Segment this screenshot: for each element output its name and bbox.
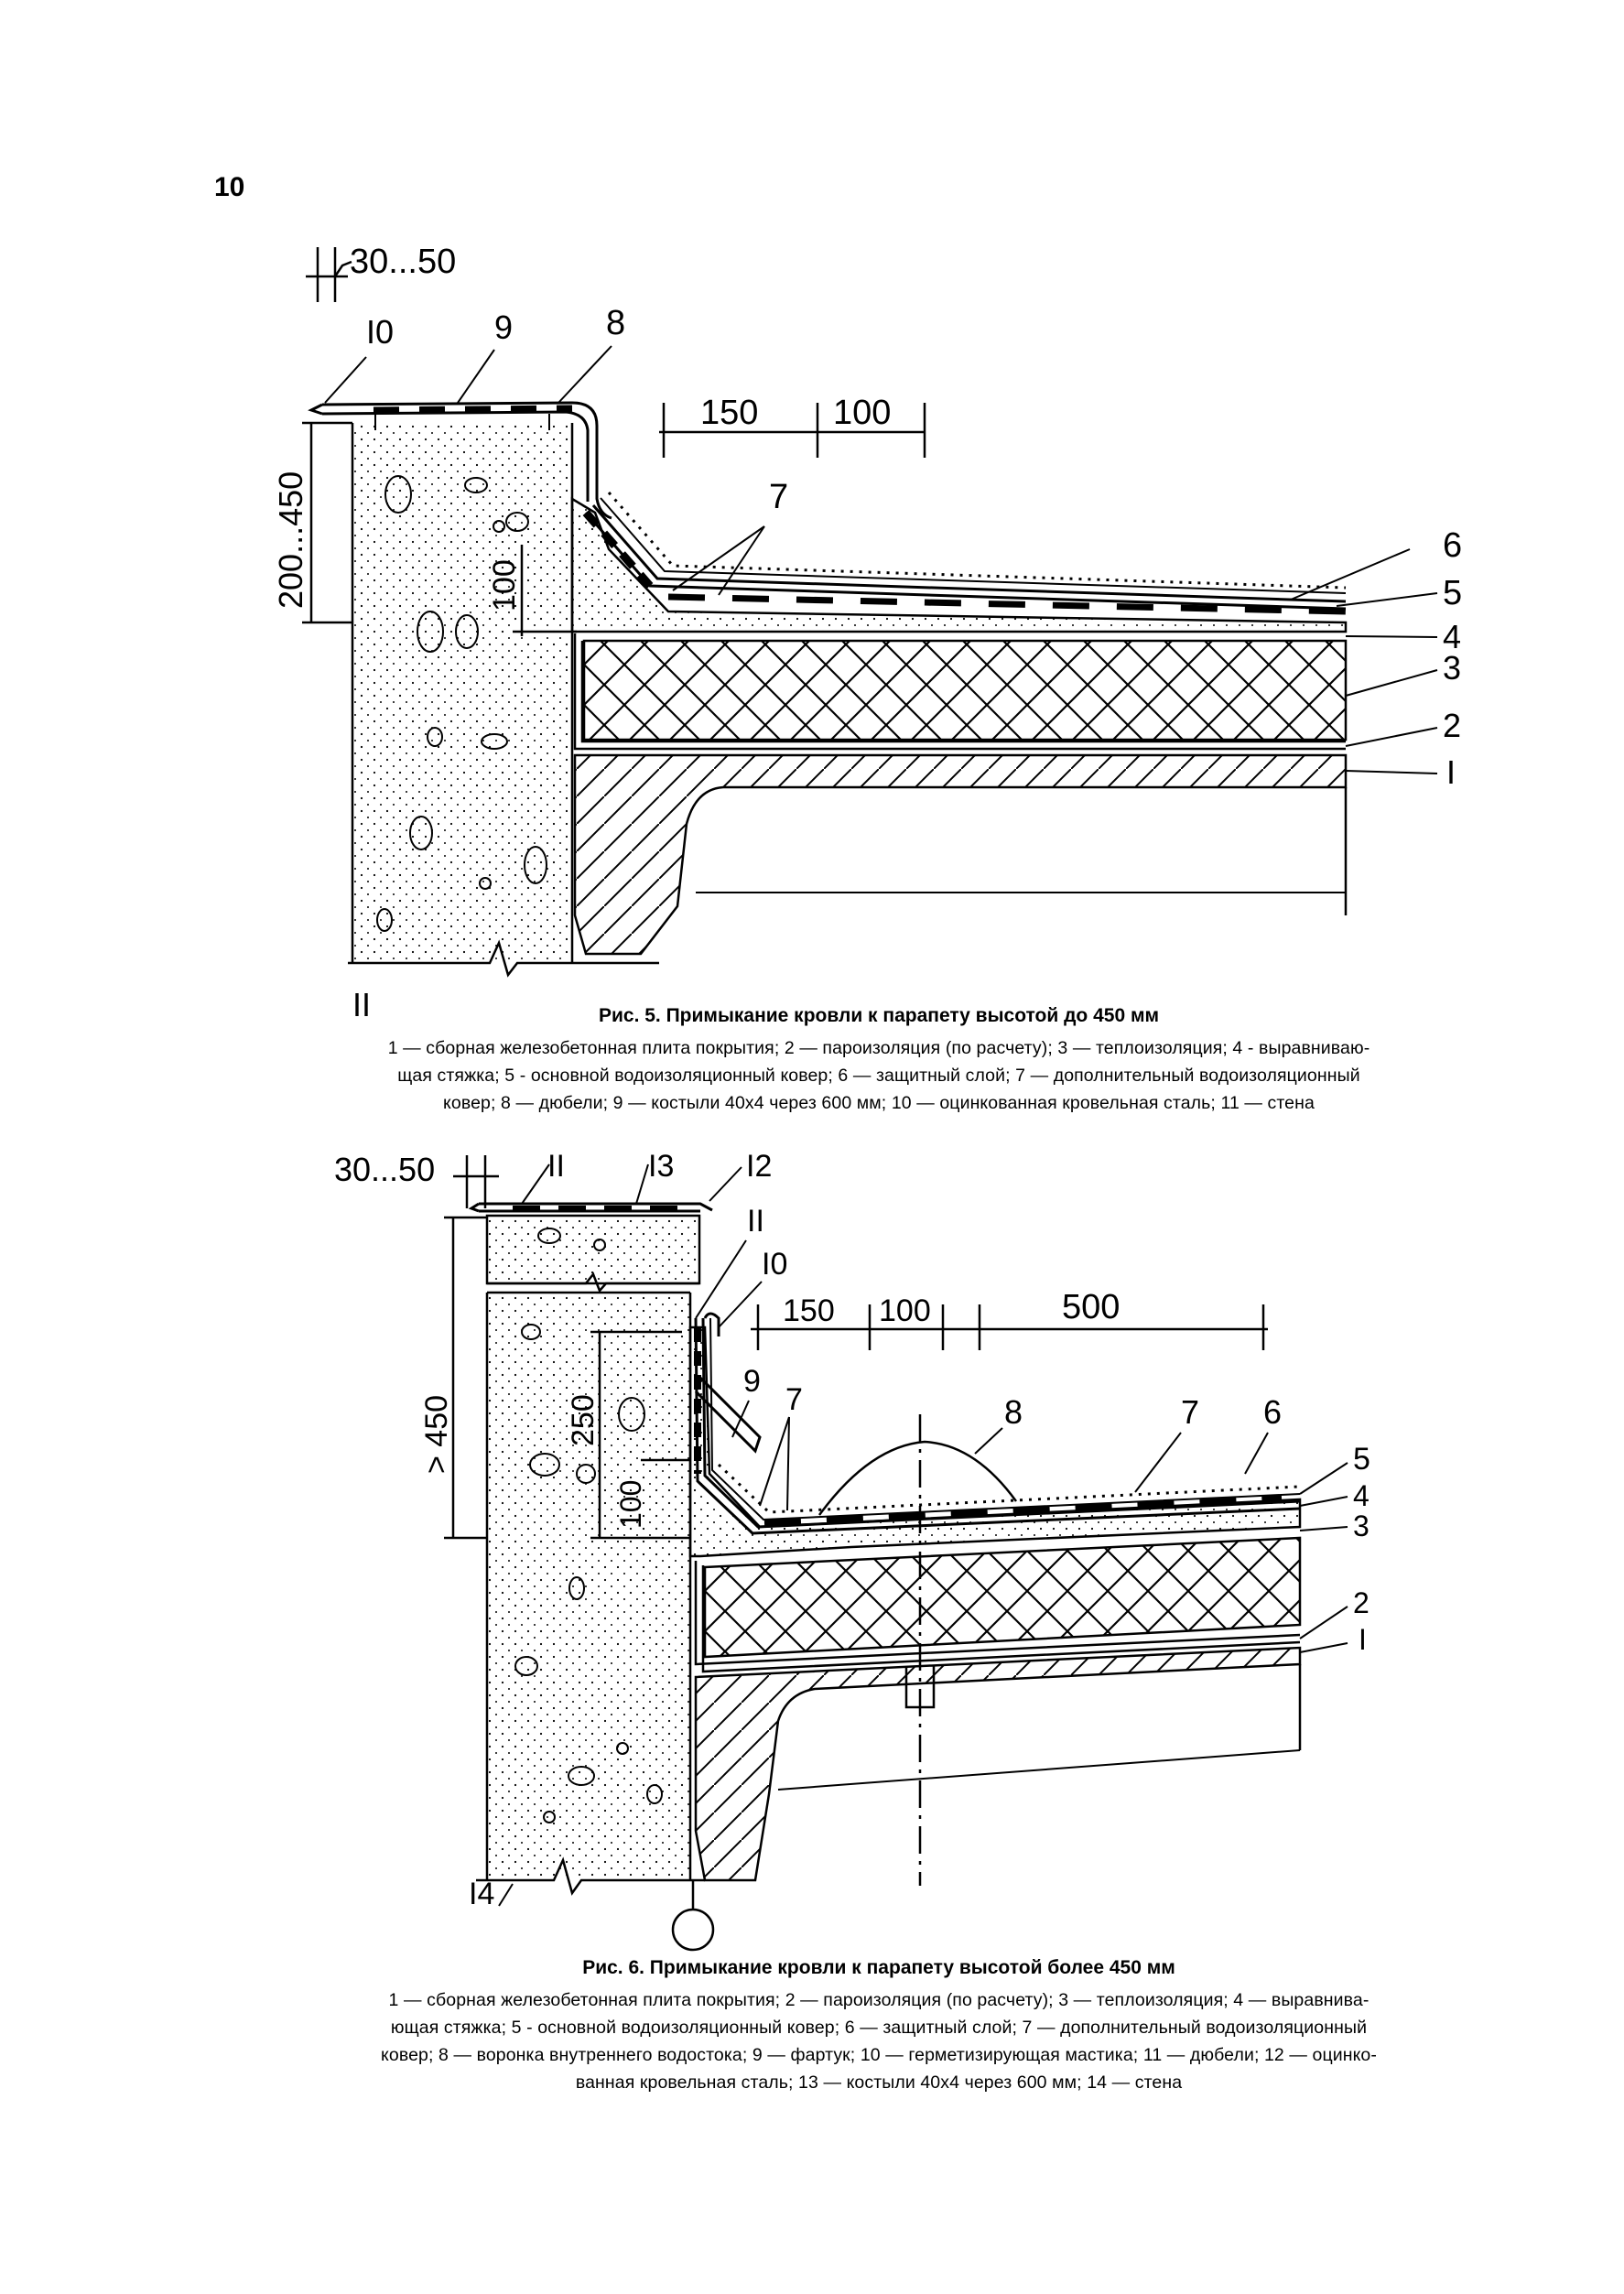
figure-5-caption-line: щая стяжка; 5 - основной водоизоляционны… bbox=[397, 1066, 1360, 1086]
figure-6-caption-line: ющая стяжка; 5 - основной водоизоляционн… bbox=[390, 2018, 1368, 2038]
dimension-250-100 bbox=[590, 1330, 691, 1540]
figure-6-caption-line: ванная кровельная сталь; 13 — костыли 40… bbox=[575, 2072, 1183, 2093]
dimension-30-50 bbox=[453, 1155, 499, 1208]
dimension-150-100 bbox=[659, 403, 926, 458]
figure-5-caption-line: 1 — сборная железобетонная плита покрыти… bbox=[387, 1038, 1370, 1058]
parapet-wall bbox=[351, 423, 574, 963]
callout-5: 5 bbox=[1353, 1442, 1370, 1477]
callout-12: I2 bbox=[746, 1149, 772, 1184]
figure-6-caption-title: Рис. 6. Примыкание кровли к парапету выс… bbox=[582, 1957, 1175, 1978]
figure-6-drawing: 30...50 II I3 I2 I4 bbox=[334, 1149, 1370, 1952]
wall-break-line bbox=[476, 1856, 705, 1896]
callout-leaders-top bbox=[324, 345, 612, 404]
callout-13: I3 bbox=[648, 1149, 674, 1184]
callout-1: I bbox=[1446, 753, 1456, 791]
callout-7b: 7 bbox=[1181, 1393, 1199, 1431]
dimension-150-100-500 bbox=[751, 1304, 1268, 1350]
callout-5: 5 bbox=[1443, 574, 1462, 612]
dimension-30-50-text: 30...50 bbox=[350, 243, 456, 281]
parapet-coping bbox=[308, 401, 612, 520]
callout-11: II bbox=[352, 986, 371, 1023]
callout-3: 3 bbox=[1353, 1509, 1370, 1542]
callout-7: 7 bbox=[769, 478, 788, 516]
page-number: 10 bbox=[214, 172, 245, 202]
section-mark-circle bbox=[671, 1880, 715, 1952]
dimension-30-50 bbox=[306, 247, 352, 302]
callout-mid-leaders bbox=[731, 1400, 1269, 1511]
callout-8: 8 bbox=[1004, 1393, 1023, 1431]
callout-14-leader bbox=[498, 1883, 514, 1907]
dimension-100-text: 100 bbox=[833, 394, 891, 432]
dimension-height bbox=[444, 1216, 487, 1540]
dimension-250-text: 250 bbox=[566, 1394, 601, 1446]
vapor-barrier bbox=[694, 1561, 1301, 1673]
vapor-barrier bbox=[573, 633, 1346, 751]
callout-top-leaders bbox=[521, 1163, 742, 1205]
callout-2: 2 bbox=[1353, 1586, 1370, 1619]
callout-7-leaders bbox=[672, 525, 765, 596]
dimension-100-vertical bbox=[513, 545, 577, 636]
dimension-150-text: 150 bbox=[700, 394, 758, 432]
waterproofing-layers bbox=[582, 492, 1347, 615]
callout-6: 6 bbox=[1443, 526, 1462, 565]
callout-3: 3 bbox=[1443, 649, 1461, 687]
callout-9: 9 bbox=[494, 308, 513, 346]
dimension-100-vertical-text: 100 bbox=[614, 1480, 647, 1529]
dimension-100-text: 100 bbox=[879, 1293, 931, 1328]
figure-5-drawing: 30...50 I0 9 8 II bbox=[272, 243, 1462, 1023]
figure-5-caption-title: Рис. 5. Примыкание кровли к парапету выс… bbox=[598, 1005, 1160, 1026]
dimension-500-text: 500 bbox=[1062, 1288, 1120, 1326]
figure-6-caption: Рис. 6. Примыкание кровли к парапету выс… bbox=[201, 1957, 1556, 2096]
dimension-height bbox=[302, 421, 352, 624]
screed-cant bbox=[570, 496, 1348, 633]
callout-14: I4 bbox=[469, 1877, 494, 1911]
wall-break-line bbox=[348, 939, 659, 978]
callout-11-top: II bbox=[547, 1149, 565, 1184]
cap-break-line bbox=[487, 1271, 699, 1293]
dimension-30-50-text: 30...50 bbox=[334, 1151, 435, 1188]
callout-11-10-leaders bbox=[695, 1239, 763, 1328]
callout-4: 4 bbox=[1443, 618, 1461, 655]
figure-5-caption-line: ковер; 8 — дюбели; 9 — костыли 40х4 чере… bbox=[443, 1093, 1315, 1113]
dimension-100-vertical-text: 100 bbox=[487, 559, 522, 611]
figure-6-caption-line: 1 — сборная железобетонная плита покрыти… bbox=[388, 1990, 1370, 2010]
dimension-height-text: 200...450 bbox=[272, 471, 309, 609]
callout-1: I bbox=[1359, 1623, 1367, 1656]
callout-10: I0 bbox=[366, 313, 394, 351]
callout-7a: 7 bbox=[785, 1382, 803, 1417]
dimension-150-text: 150 bbox=[783, 1293, 835, 1328]
callout-2: 2 bbox=[1443, 707, 1461, 744]
callout-11: II bbox=[747, 1204, 764, 1239]
callout-6: 6 bbox=[1263, 1393, 1282, 1431]
slab-rib-line bbox=[777, 1749, 1301, 1791]
callout-10: I0 bbox=[762, 1247, 787, 1282]
waterproofing-layers bbox=[694, 1312, 1301, 1535]
callout-right-leaders bbox=[1299, 1462, 1348, 1653]
callout-9: 9 bbox=[743, 1364, 761, 1399]
roof-drain-funnel bbox=[817, 1414, 1018, 1886]
callout-4: 4 bbox=[1353, 1479, 1370, 1512]
callout-8: 8 bbox=[606, 304, 625, 342]
figure-5-caption: Рис. 5. Примыкание кровли к парапету выс… bbox=[201, 1005, 1556, 1117]
roof-slab bbox=[694, 1646, 1302, 1882]
apron-flashing bbox=[694, 1376, 762, 1454]
figure-6-caption-line: ковер; 8 — воронка внутреннего водостока… bbox=[381, 2045, 1377, 2065]
insulation-layer bbox=[582, 639, 1348, 741]
callout-right-leaders bbox=[1290, 548, 1438, 774]
parapet-coping bbox=[468, 1202, 713, 1213]
parapet-cap-block bbox=[485, 1214, 701, 1285]
parapet-wall bbox=[485, 1291, 692, 1880]
roof-slab bbox=[573, 753, 1348, 956]
insulation-layer bbox=[703, 1536, 1302, 1659]
dimension-height-text: > 450 bbox=[419, 1395, 454, 1474]
